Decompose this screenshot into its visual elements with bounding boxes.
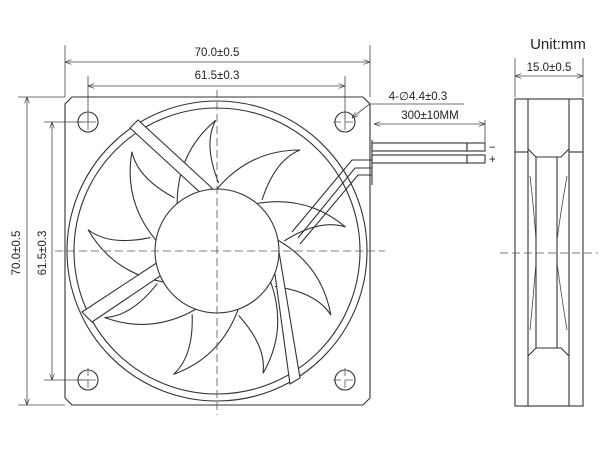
- dim-overall-width: 70.0±0.5: [64, 45, 371, 97]
- wire-negative-label: −: [489, 142, 496, 154]
- wire-positive-label: +: [489, 154, 496, 166]
- dim-hole-spacing-height: 61.5±0.3: [37, 121, 88, 381]
- fan-blade: [173, 309, 239, 375]
- dim-overall-height: 70.0±0.5: [11, 96, 65, 406]
- overall-width-label: 70.0±0.5: [195, 47, 240, 59]
- fan-side-view: [500, 98, 598, 407]
- fan-blades: [87, 119, 346, 375]
- overall-height-label: 70.0±0.5: [11, 231, 23, 276]
- fan-blade: [176, 119, 220, 204]
- fan-blade: [129, 151, 175, 241]
- dim-hole-spacing-width: 61.5±0.3: [87, 70, 346, 122]
- dim-thickness: 15.0±0.5: [514, 58, 584, 97]
- cable-length-label: 300±10MM: [401, 110, 458, 122]
- fan-blade: [104, 283, 197, 325]
- fan-blade: [274, 239, 332, 316]
- support-struts: [81, 119, 301, 385]
- hole-spacing-height-label: 61.5±0.3: [37, 231, 49, 276]
- fan-blade: [238, 281, 279, 374]
- fan-front-view: [55, 90, 385, 415]
- fan-blade: [256, 201, 346, 242]
- unit-label: Unit:mm: [530, 36, 586, 53]
- fan-blade: [87, 229, 164, 283]
- hole-spacing-width-label: 61.5±0.3: [195, 70, 240, 82]
- mounting-holes-label: 4-∅4.4±0.3: [389, 91, 448, 103]
- hole-callout: 4-∅4.4±0.3: [352, 91, 464, 118]
- fan-blade: [216, 149, 301, 201]
- thickness-label: 15.0±0.5: [527, 62, 572, 74]
- fan-wires: − + 300±10MM: [291, 110, 496, 245]
